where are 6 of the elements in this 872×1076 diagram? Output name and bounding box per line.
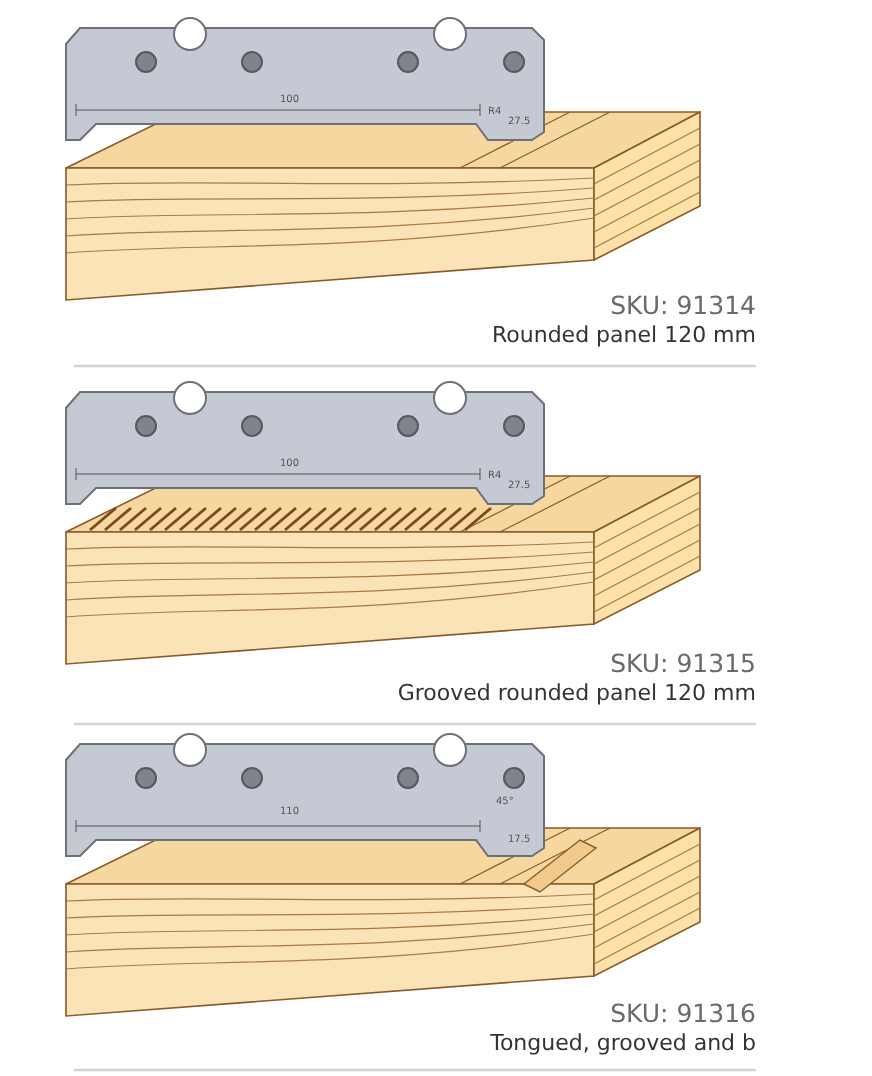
sku-number: SKU: 91316 [610,1000,756,1028]
sku-number: SKU: 91315 [610,650,756,678]
sku-number: SKU: 91314 [610,292,756,320]
product-name: Grooved rounded panel 120 mm [397,680,756,706]
product-name: Rounded panel 120 mm [492,322,756,348]
product-name: Tongued, grooved and b [490,1030,756,1056]
